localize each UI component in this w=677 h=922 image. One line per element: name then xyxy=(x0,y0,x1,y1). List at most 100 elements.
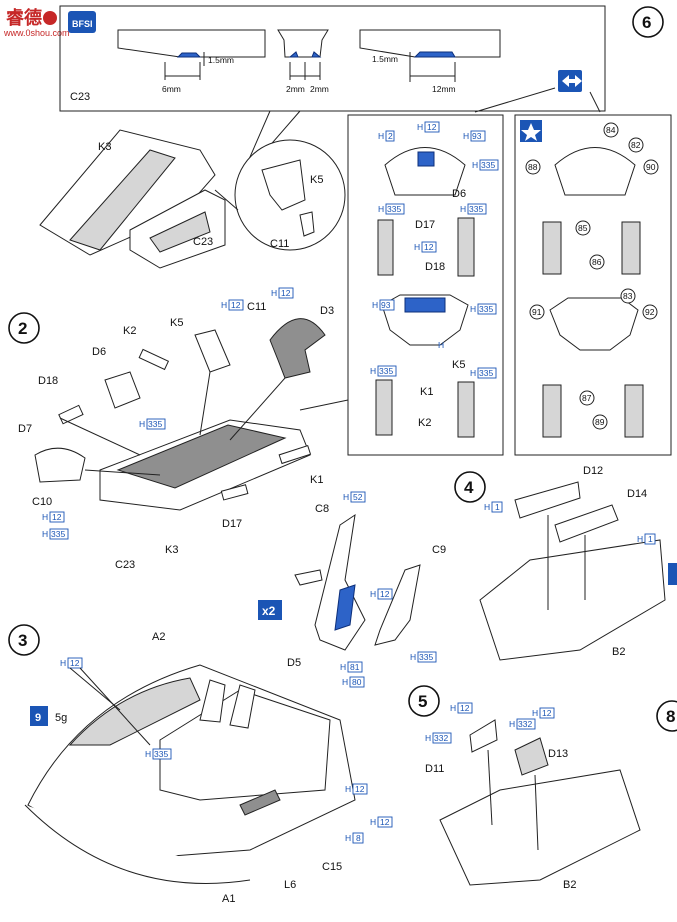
d12-part xyxy=(514,481,581,519)
paint-code: 12 xyxy=(424,242,434,252)
label-b2: B2 xyxy=(563,879,576,891)
label-d6: D6 xyxy=(452,188,466,200)
k3-floor xyxy=(69,149,176,251)
dim-1: 1.5mm xyxy=(208,55,234,65)
svg-text:H: H xyxy=(221,300,227,310)
svg-text:H: H xyxy=(438,340,444,350)
label-d5: D5 xyxy=(287,657,301,669)
paint-code: 12 xyxy=(427,122,437,132)
paint-code: 335 xyxy=(469,204,483,214)
svg-text:H: H xyxy=(340,662,346,672)
label-d13: D13 xyxy=(548,748,568,760)
label-d17: D17 xyxy=(415,219,435,231)
decal-number: 90 xyxy=(646,162,656,172)
paint-code: 81 xyxy=(350,662,360,672)
svg-text:H: H xyxy=(345,784,351,794)
k2-part xyxy=(138,348,170,371)
step-6-marker: 6 xyxy=(632,6,664,38)
label-c9: C9 xyxy=(432,544,446,556)
k2-part xyxy=(457,381,475,438)
d11-part xyxy=(469,719,498,753)
svg-text:H: H xyxy=(410,652,416,662)
fuselage-b2-upper xyxy=(479,539,666,661)
paint-code: 52 xyxy=(353,492,363,502)
weight-icon-number: 9 xyxy=(35,712,41,724)
svg-text:H: H xyxy=(637,534,643,544)
decal-number: 88 xyxy=(528,162,538,172)
paint-code: 12 xyxy=(70,658,80,668)
watermark-dot-icon xyxy=(43,11,57,25)
label-d7: D7 xyxy=(18,423,32,435)
dim-3: 2mm xyxy=(286,84,305,94)
label-k3: K3 xyxy=(165,544,178,556)
svg-text:H: H xyxy=(460,204,466,214)
label-k3: K3 xyxy=(98,141,111,153)
svg-text:H: H xyxy=(42,529,48,539)
label-c23: C23 xyxy=(193,236,213,248)
label-c8: C8 xyxy=(315,503,329,515)
c11-detail-part xyxy=(299,211,315,237)
svg-text:H: H xyxy=(139,419,145,429)
dim-6: 12mm xyxy=(432,84,456,94)
step-8-marker: 8 xyxy=(656,563,677,732)
maker-logo-text: BFSI xyxy=(72,19,93,29)
paint-code: 335 xyxy=(479,304,493,314)
k5-panel-part xyxy=(381,294,469,346)
tub-floor-grey xyxy=(116,424,287,489)
left-decal-panel xyxy=(347,114,504,456)
label-c23: C23 xyxy=(115,559,135,571)
edge-tab xyxy=(668,563,677,585)
label-k1: K1 xyxy=(310,474,323,486)
label-d18: D18 xyxy=(38,375,58,387)
label-d12: D12 xyxy=(583,465,603,477)
right-k1-part xyxy=(542,384,562,438)
right-d18-part xyxy=(621,221,641,275)
label-c11: C11 xyxy=(247,301,266,313)
d18-part xyxy=(457,217,475,277)
intake-panel-grey xyxy=(239,789,281,816)
svg-text:H: H xyxy=(470,304,476,314)
svg-text:H: H xyxy=(450,703,456,713)
step-number: 8 xyxy=(666,707,675,726)
dim-2: 6mm xyxy=(162,84,181,94)
paint-code: 12 xyxy=(460,703,470,713)
paint-code: 12 xyxy=(52,512,62,522)
d14-part xyxy=(554,504,619,543)
svg-text:H: H xyxy=(378,131,384,141)
svg-text:H: H xyxy=(145,749,151,759)
right-decal-panel xyxy=(514,114,672,456)
right-d6-part xyxy=(554,147,636,196)
svg-text:H: H xyxy=(463,131,469,141)
c9-part xyxy=(374,564,421,646)
label-d18: D18 xyxy=(425,261,445,273)
label-c10: C10 xyxy=(32,496,52,508)
canopy-opening xyxy=(68,677,201,746)
decal-number: 84 xyxy=(606,125,616,135)
step-circle xyxy=(408,685,440,717)
paint-code: 332 xyxy=(518,719,532,729)
label-l6: L6 xyxy=(284,879,296,891)
d6-screen-blue xyxy=(417,151,435,167)
quantity-text: x2 xyxy=(262,604,276,618)
label-c15: C15 xyxy=(322,861,342,873)
right-k2-part xyxy=(624,384,644,438)
label-k1: K1 xyxy=(420,386,433,398)
paint-code: 335 xyxy=(154,749,168,759)
step-number: 6 xyxy=(642,13,651,32)
step-circle xyxy=(632,6,664,38)
svg-text:H: H xyxy=(425,733,431,743)
svg-text:H: H xyxy=(370,817,376,827)
seat-lever-part xyxy=(294,569,323,586)
decal-number: 87 xyxy=(582,393,592,403)
d7-part xyxy=(34,447,86,483)
c23-right-view xyxy=(359,29,501,58)
step-circle xyxy=(454,471,486,503)
svg-text:H: H xyxy=(271,288,277,298)
d18-part xyxy=(58,404,84,425)
decal-number: 85 xyxy=(578,223,588,233)
maker-logo-box xyxy=(68,11,96,33)
